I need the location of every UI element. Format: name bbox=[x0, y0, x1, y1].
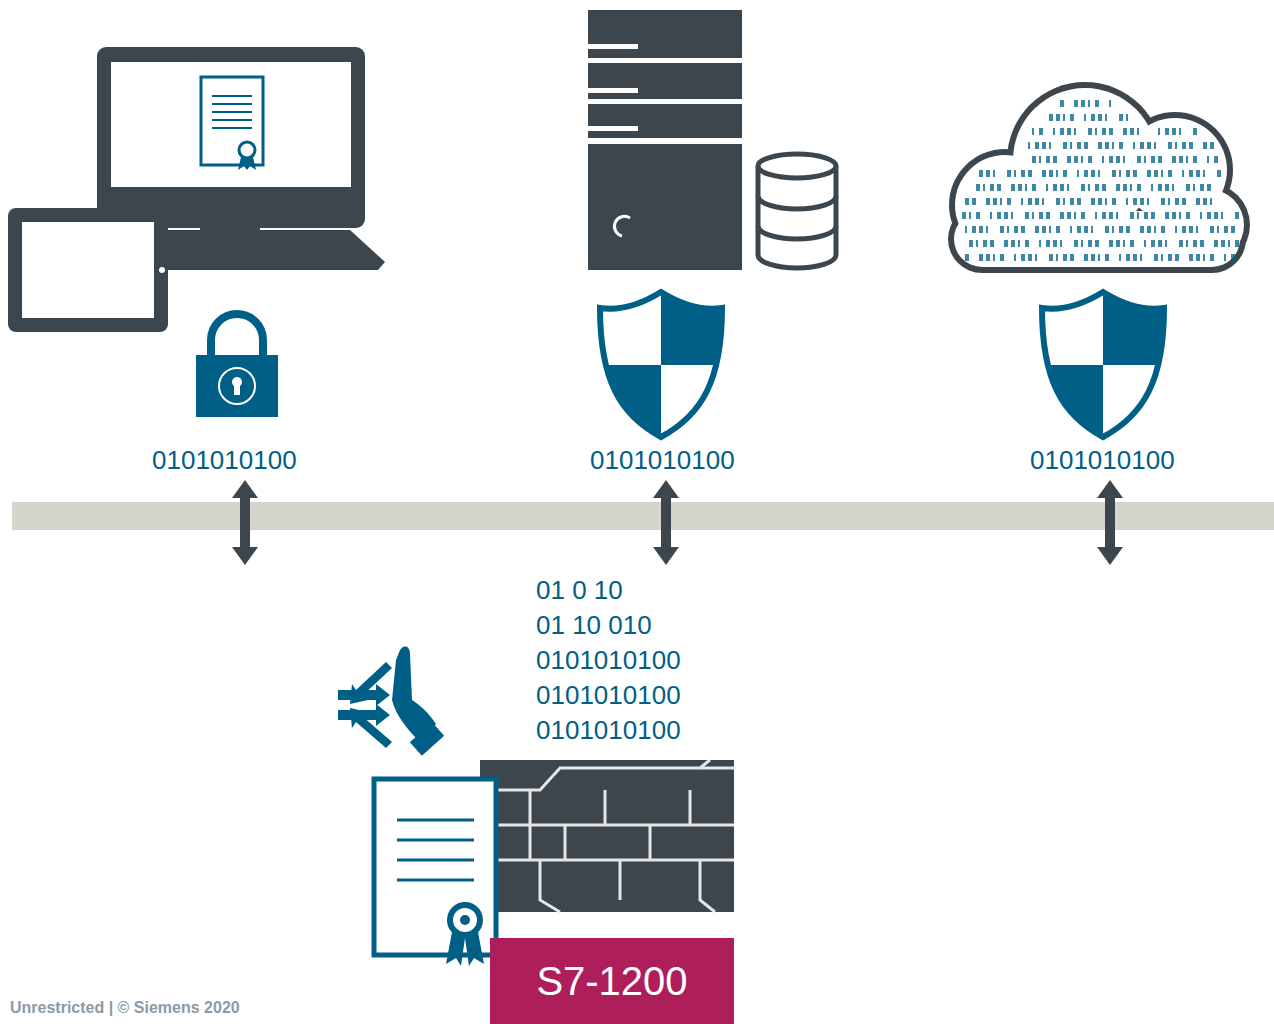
binary-stream: 01 0 10 bbox=[536, 577, 623, 603]
product-name: S7-1200 bbox=[536, 959, 687, 1004]
shield-icon bbox=[590, 285, 731, 445]
block-hand-icon bbox=[338, 647, 444, 756]
product-box: S7-1200 bbox=[490, 938, 734, 1024]
double-arrow bbox=[232, 480, 258, 565]
double-arrow bbox=[1097, 480, 1123, 565]
plc-icon bbox=[480, 760, 734, 912]
binary-stream: 0101010100 bbox=[1030, 447, 1175, 473]
binary-stream: 0101010100 bbox=[152, 447, 297, 473]
binary-stream: 0101010100 bbox=[536, 717, 681, 743]
binary-stream: 0101010100 bbox=[590, 447, 735, 473]
double-arrow bbox=[653, 480, 679, 565]
pc-icon bbox=[8, 47, 385, 332]
shield-icon bbox=[1032, 285, 1173, 445]
lock-icon bbox=[196, 314, 278, 417]
cloud-icon bbox=[948, 82, 1250, 273]
server-icon bbox=[588, 10, 742, 270]
binary-stream: 0101010100 bbox=[536, 647, 681, 673]
binary-stream: 0101010100 bbox=[536, 682, 681, 708]
network-bus bbox=[12, 502, 1274, 530]
footer-note: Unrestricted | © Siemens 2020 bbox=[10, 1000, 240, 1016]
database-icon bbox=[758, 154, 836, 268]
binary-stream: 01 10 010 bbox=[536, 612, 652, 638]
certificate-icon bbox=[374, 779, 496, 966]
